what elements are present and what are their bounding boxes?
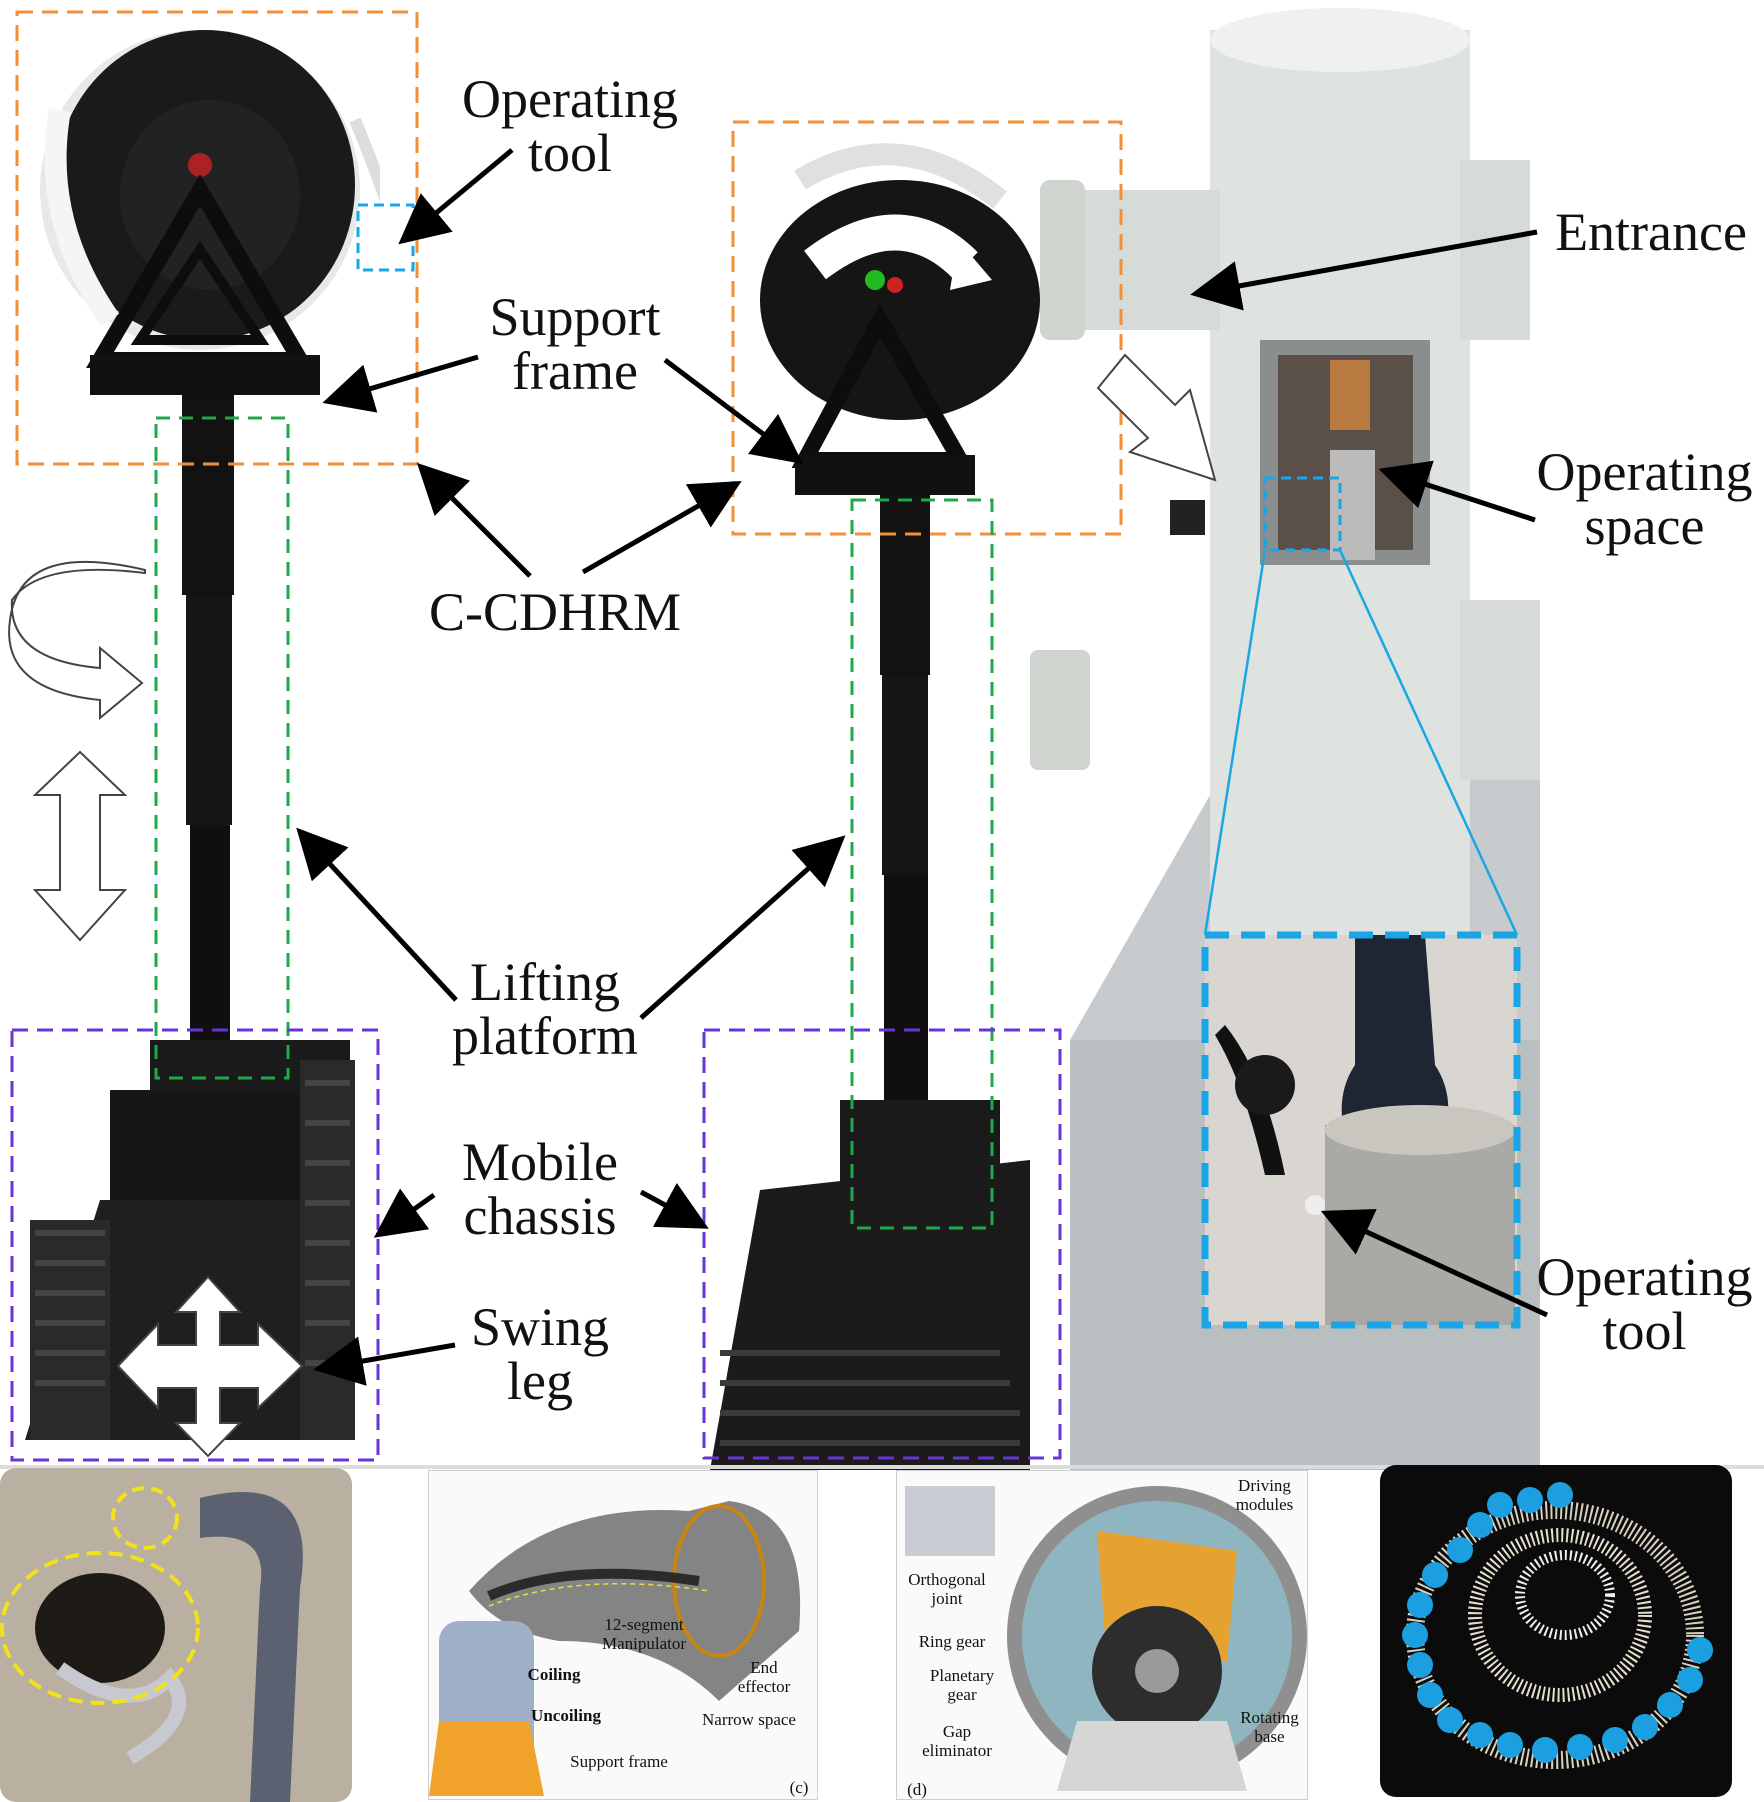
panel-skeleton-photo — [1380, 1465, 1732, 1797]
panel-d-gap-eliminator: Gap eliminator — [922, 1722, 992, 1760]
panel-d-orthogonal-joint: Orthogonal joint — [908, 1570, 986, 1608]
operating-tool-inset — [1205, 935, 1517, 1325]
panel-c-manipulator: 12-segment Manipulator — [601, 1615, 687, 1653]
panel-d-driving-modules: Driving modules — [1235, 1476, 1294, 1514]
robot-left-illustration — [25, 30, 380, 1440]
label-lifting-platform: Lifting platform — [452, 952, 638, 1066]
panel-d: Driving modules Orthogonal joint Ring ge… — [896, 1470, 1308, 1800]
panel-c-support-frame: Support frame — [570, 1752, 668, 1771]
robot-photo-left — [0, 0, 380, 1470]
label-operating-tool-right: Operating tool — [1536, 1247, 1753, 1361]
inset-illustration — [1205, 935, 1517, 1325]
arrow-c-cdhrm-left — [416, 462, 532, 578]
skeleton-marker-dots — [1402, 1482, 1713, 1763]
panel-c-uncoiling: Uncoiling — [531, 1706, 601, 1725]
panel-snake-photo — [0, 1468, 352, 1802]
panel-c-narrow-space: Narrow space — [702, 1710, 796, 1729]
panel-d-ring-gear: Ring gear — [918, 1632, 986, 1651]
panel-c-coiling: Coiling — [527, 1665, 581, 1684]
label-c-cdhrm: C-CDHRM — [428, 582, 682, 642]
label-mobile-chassis: Mobile chassis — [462, 1132, 618, 1246]
panel-c-label: (c) — [789, 1778, 809, 1797]
panel-d-diagram — [905, 1486, 1307, 1791]
label-operating-space: Operating space — [1536, 442, 1753, 556]
panel-d-label: (d) — [907, 1780, 927, 1799]
panel-d-rotating-base: Rotating base — [1240, 1708, 1299, 1746]
panel-d-planetary-gear: Planetary gear — [929, 1666, 995, 1704]
label-operating-tool-top: Operating tool — [462, 69, 678, 183]
label-swing-leg: Swing leg — [470, 1297, 610, 1411]
panel-c: 12-segment Manipulator End effector Coil… — [428, 1470, 818, 1800]
panel-c-end-effector: End effector — [737, 1658, 791, 1696]
skeleton-illustration — [1402, 1482, 1713, 1769]
snake-photo-illustration — [0, 1468, 352, 1802]
arrow-mobile-left — [373, 1188, 436, 1238]
label-entrance: Entrance — [1555, 202, 1747, 262]
label-support-frame: Support frame — [489, 287, 661, 401]
panel-c-diagram — [429, 1501, 801, 1796]
panel-divider — [0, 1465, 1764, 1469]
